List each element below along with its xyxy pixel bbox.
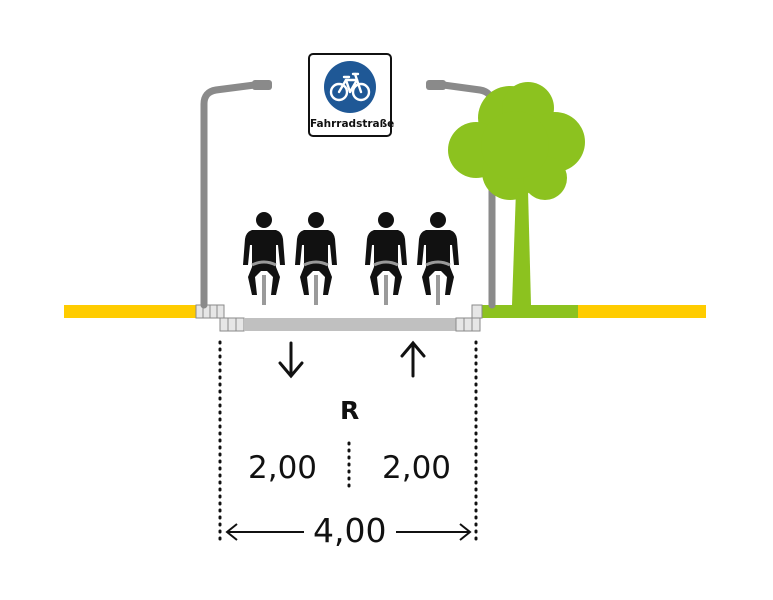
sign-disc — [324, 61, 376, 113]
cyclist-icon — [241, 210, 287, 307]
bicycle-road-sign: Fahrradstraße — [308, 53, 395, 137]
cyclist-icon — [415, 210, 461, 307]
right-lane-width-label: 2,00 — [382, 450, 452, 486]
bicycle-icon — [329, 72, 371, 102]
lane-code-label: R — [340, 396, 360, 425]
left-verge — [64, 305, 196, 318]
total-width-label: 4,00 — [313, 511, 387, 550]
sign-label: Fahrradstraße — [310, 118, 395, 130]
grass-strip — [482, 305, 578, 318]
left-lane-width-label: 2,00 — [248, 450, 318, 486]
road-surface — [244, 318, 456, 331]
up-arrow-icon — [400, 340, 426, 378]
right-curb — [455, 304, 483, 332]
left-curb — [195, 304, 245, 332]
total-width-arrow-right — [396, 523, 472, 541]
total-width-arrow-left — [225, 523, 304, 541]
down-arrow-icon — [278, 341, 304, 379]
street-lamp-left — [200, 80, 266, 309]
cyclist-icon — [293, 210, 339, 307]
right-verge — [578, 305, 706, 318]
cyclist-icon — [363, 210, 409, 307]
tree-icon — [448, 82, 585, 305]
